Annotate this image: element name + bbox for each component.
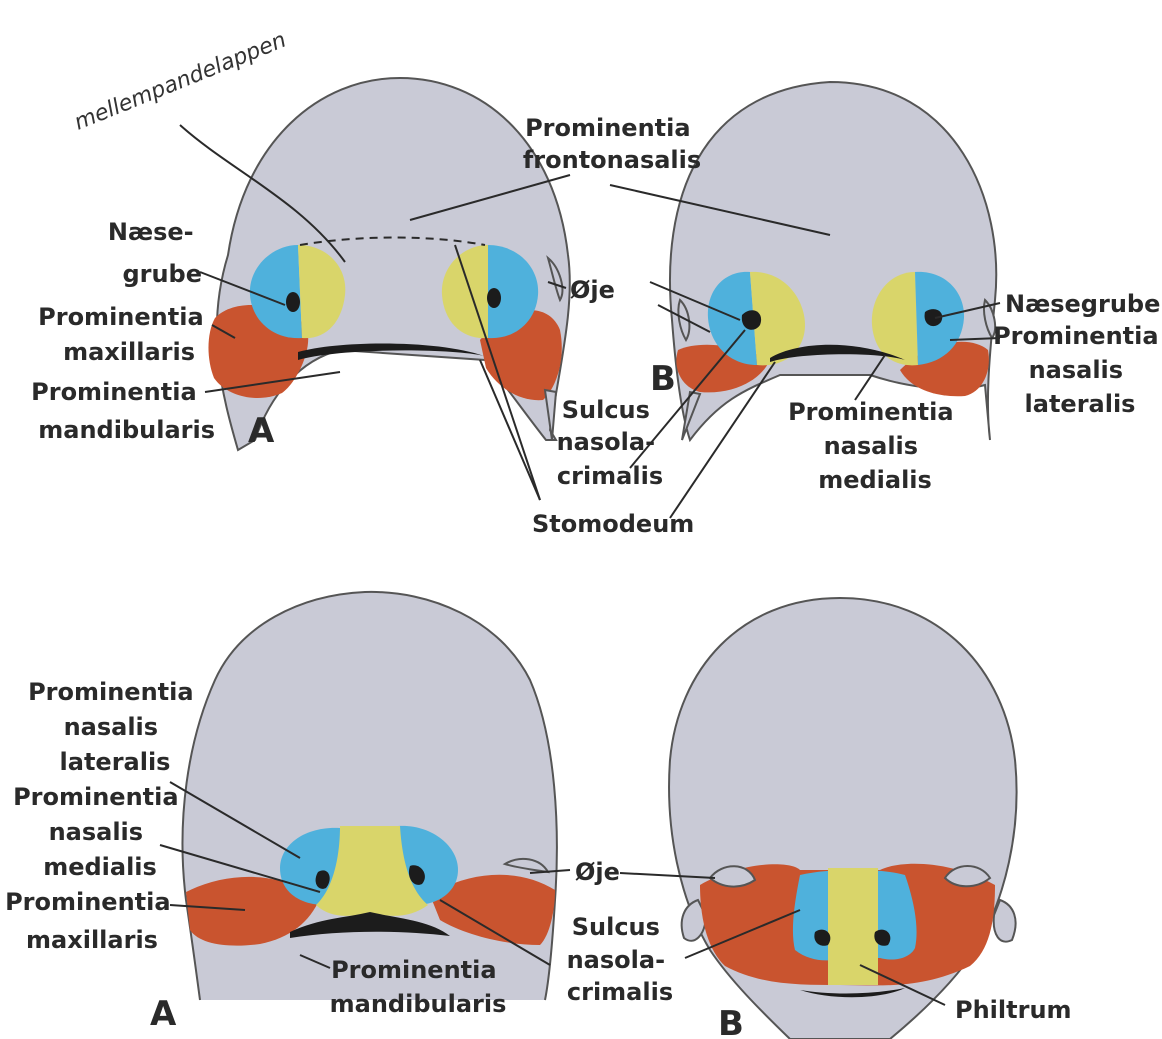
- label-prominentia-maxillaris-top: Prominentia maxillaris: [38, 303, 212, 366]
- nasal-pit-left: [286, 292, 300, 312]
- label-prominentia-nasalis-lateralis-bottom: Prominentia nasalis lateralis: [28, 678, 202, 776]
- top-left-embryo-face: [208, 78, 569, 450]
- label-oje-bottom: Øje: [575, 858, 620, 886]
- bottom-left-embryo-face: [183, 592, 557, 1000]
- top-right-embryo-face: [670, 82, 996, 440]
- label-sulcus-nasolacrimalis-bottom: Sulcus nasola- crimalis: [567, 913, 674, 1006]
- panel-label-bottom-left: A: [150, 994, 177, 1034]
- nasal-pit-right: [487, 288, 501, 308]
- label-prominentia-nasalis-medialis-top: Prominentia nasalis medialis: [788, 398, 962, 494]
- handwritten-note: mellempandelappen: [71, 28, 290, 136]
- panel-label-bottom-right: B: [718, 1004, 744, 1039]
- label-prominentia-maxillaris-bottom: Prominentia maxillaris: [5, 888, 179, 954]
- panel-label-top-left: A: [248, 411, 275, 451]
- label-prominentia-nasalis-lateralis-top: Prominentia nasalis lateralis: [993, 322, 1162, 418]
- label-sulcus-nasolacrimalis-top: Sulcus nasola- crimalis: [557, 396, 664, 490]
- prominentia-nasalis-medialis-shape: [828, 868, 878, 985]
- label-naesegrube-left: Næse- grube: [108, 218, 202, 288]
- label-stomodeum: Stomodeum: [532, 510, 694, 538]
- label-prominentia-frontonasalis-top: Prominentia frontonasalis: [523, 114, 701, 174]
- label-prominentia-nasalis-medialis-bottom: Prominentia nasalis medialis: [13, 783, 187, 881]
- label-oje-top: Øje: [570, 276, 615, 304]
- panel-label-top-right: B: [650, 359, 676, 399]
- label-prominentia-mandibularis-top: Prominentia mandibularis: [31, 378, 215, 444]
- bottom-right-embryo-face: [669, 598, 1017, 1039]
- ear-right: [994, 900, 1016, 942]
- label-naesegrube-right: Næsegrube: [1005, 290, 1160, 318]
- label-philtrum: Philtrum: [955, 996, 1072, 1024]
